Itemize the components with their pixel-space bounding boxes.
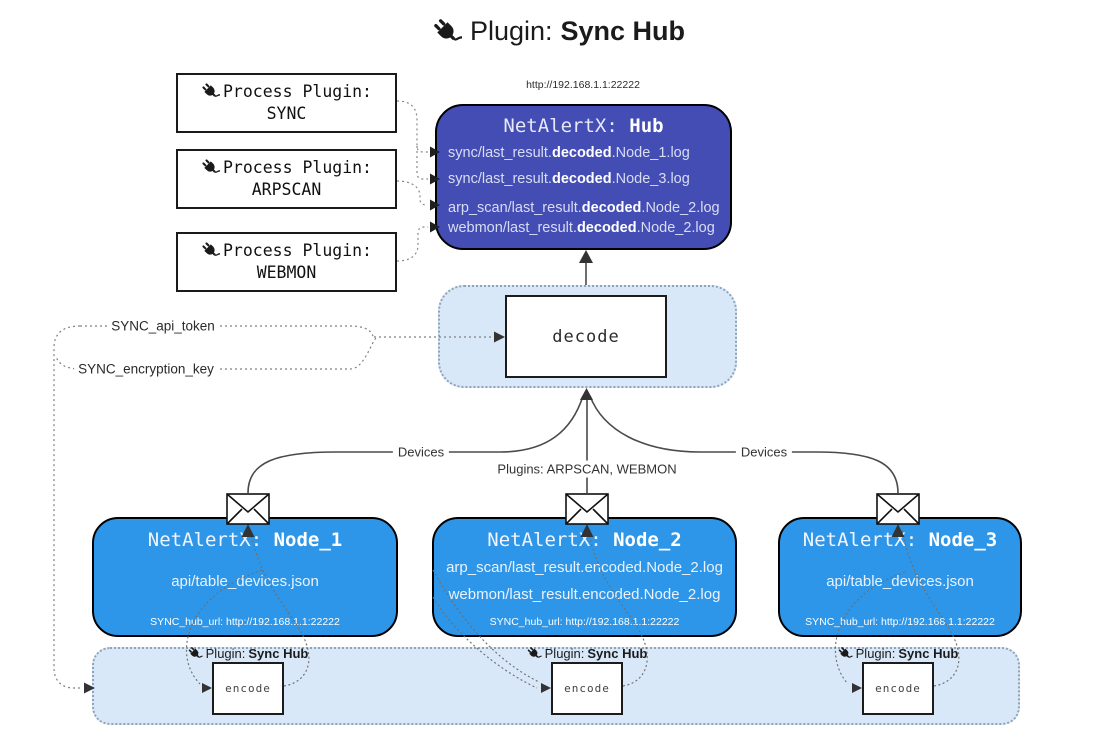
- diagram-title-bold: Sync Hub: [560, 16, 686, 46]
- node-title: NetAlertX: Node_2: [487, 529, 682, 551]
- node-hub-url: SYNC_hub_url: http://192.168.1.1:22222: [150, 616, 340, 628]
- plug-icon: [838, 646, 853, 661]
- arrowhead-into-hub: [579, 250, 593, 263]
- encode-label: encode: [564, 682, 610, 695]
- hub-log-line: arp_scan/last_result.decoded.Node_2.log: [448, 200, 720, 216]
- encode-box: encode: [212, 662, 284, 715]
- encoder-plugin-label: Plugin: Sync Hub: [527, 646, 647, 661]
- hub-box: NetAlertX: Hub sync/last_result.decoded.…: [435, 104, 732, 250]
- hub-log-line: webmon/last_result.decoded.Node_2.log: [448, 220, 715, 236]
- arrowhead-into-decode-bottom: [580, 388, 593, 400]
- plug-icon: [432, 17, 462, 47]
- plug-icon: [201, 82, 220, 101]
- node-box-node1: NetAlertX: Node_1 api/table_devices.json…: [92, 517, 398, 637]
- hub-log-line: sync/last_result.decoded.Node_3.log: [448, 171, 690, 187]
- node-file: arp_scan/last_result.encoded.Node_2.log: [446, 559, 723, 576]
- hub-log-line: sync/last_result.decoded.Node_1.log: [448, 145, 690, 161]
- plug-icon: [201, 241, 220, 260]
- node-file: webmon/last_result.encoded.Node_2.log: [448, 586, 721, 603]
- hub-title-prefix: NetAlertX:: [503, 115, 630, 137]
- node-file: api/table_devices.json: [171, 573, 319, 590]
- hub-title-bold: Hub: [629, 115, 664, 137]
- node-box-node2: NetAlertX: Node_2 arp_scan/last_result.e…: [432, 517, 737, 637]
- decode-label: decode: [552, 326, 620, 347]
- plug-icon: [201, 158, 220, 177]
- plug-icon: [527, 646, 542, 661]
- node-hub-url: SYNC_hub_url: http://192.168.1.1:22222: [489, 616, 680, 628]
- process-plugin-label: Process Plugin:: [222, 158, 372, 177]
- process-plugin-box-arpscan: Process Plugin: ARPSCAN: [176, 149, 397, 209]
- process-plugin-label: Process Plugin:: [222, 241, 372, 260]
- encode-label: encode: [875, 682, 921, 695]
- process-plugin-name: WEBMON: [256, 263, 317, 282]
- node-hub-url: SYNC_hub_url: http://192.168.1.1:22222: [805, 616, 995, 628]
- sync-api-token-label: SYNC_api_token: [107, 317, 219, 335]
- process-plugin-box-sync: Process Plugin: SYNC: [176, 73, 397, 133]
- edge-label-plugins: Plugins: ARPSCAN, WEBMON: [492, 460, 682, 478]
- encoder-plugin-label: Plugin: Sync Hub: [838, 646, 958, 661]
- encode-label: encode: [225, 682, 271, 695]
- encoder-plugin-label: Plugin: Sync Hub: [188, 646, 308, 661]
- plugin-dotted-edges: [396, 100, 428, 262]
- process-plugin-name: ARPSCAN: [251, 180, 322, 199]
- hub-title: NetAlertX: Hub: [437, 115, 730, 137]
- node-title: NetAlertX: Node_1: [147, 529, 343, 551]
- encode-box: encode: [551, 662, 623, 715]
- edge-label-devices-left: Devices: [392, 443, 450, 461]
- hub-url-label: http://192.168.1.1:22222: [526, 79, 640, 91]
- process-plugin-box-webmon: Process Plugin: WEBMON: [176, 232, 397, 292]
- sync-encryption-key-label: SYNC_encryption_key: [74, 360, 218, 378]
- diagram-title-text: Plugin:: [469, 16, 553, 46]
- config-arrowheads: [84, 331, 505, 694]
- diagram-title: Plugin: Sync Hub: [0, 16, 1117, 47]
- node-title: NetAlertX: Node_3: [802, 529, 998, 551]
- node-box-node3: NetAlertX: Node_3 api/table_devices.json…: [778, 517, 1022, 637]
- plug-icon: [188, 646, 203, 661]
- process-plugin-label: Process Plugin:: [222, 82, 372, 101]
- edge-label-devices-right: Devices: [735, 443, 793, 461]
- node-file: api/table_devices.json: [826, 573, 974, 590]
- encode-box: encode: [862, 662, 934, 715]
- decode-box: decode: [505, 295, 667, 378]
- process-plugin-name: SYNC: [266, 104, 307, 123]
